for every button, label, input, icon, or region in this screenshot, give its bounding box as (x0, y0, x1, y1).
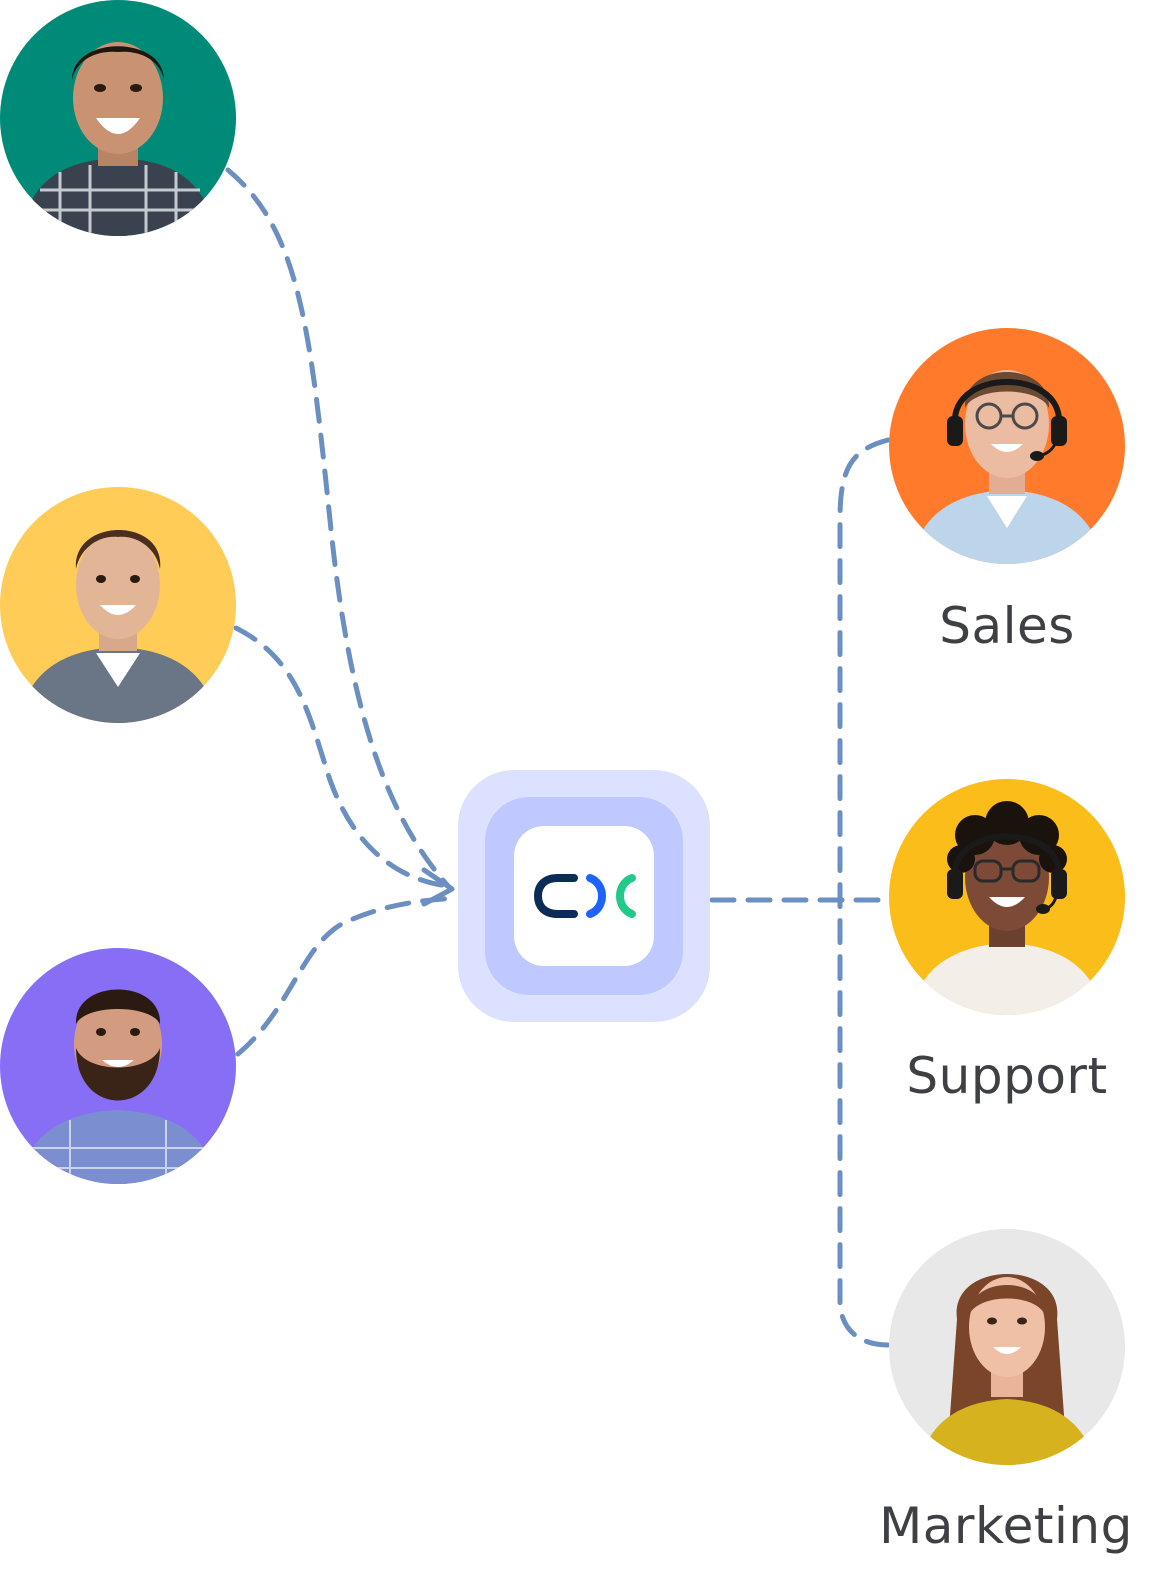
arrow-head-icon (421, 867, 455, 907)
connector-trunk (837, 437, 891, 1348)
team-label-marketing: Marketing (879, 1497, 1133, 1555)
team-label-sales: Sales (939, 597, 1075, 655)
cx-hub-ring (485, 797, 683, 995)
cx-logo-icon (533, 874, 636, 918)
customer-avatar-1 (0, 0, 236, 236)
team-avatar-support (889, 779, 1125, 1015)
team-avatar-sales (889, 328, 1125, 564)
connector-customer-1 (225, 167, 451, 889)
team-avatar-marketing (889, 1229, 1125, 1465)
cx-hub (458, 770, 710, 1022)
customer-avatar-2 (0, 487, 236, 723)
connector-customer-3 (235, 895, 461, 1057)
customer-avatar-3 (0, 948, 236, 1184)
team-label-support: Support (906, 1047, 1108, 1105)
connector-customer-2 (233, 625, 451, 889)
cx-hub-tile (514, 826, 654, 966)
